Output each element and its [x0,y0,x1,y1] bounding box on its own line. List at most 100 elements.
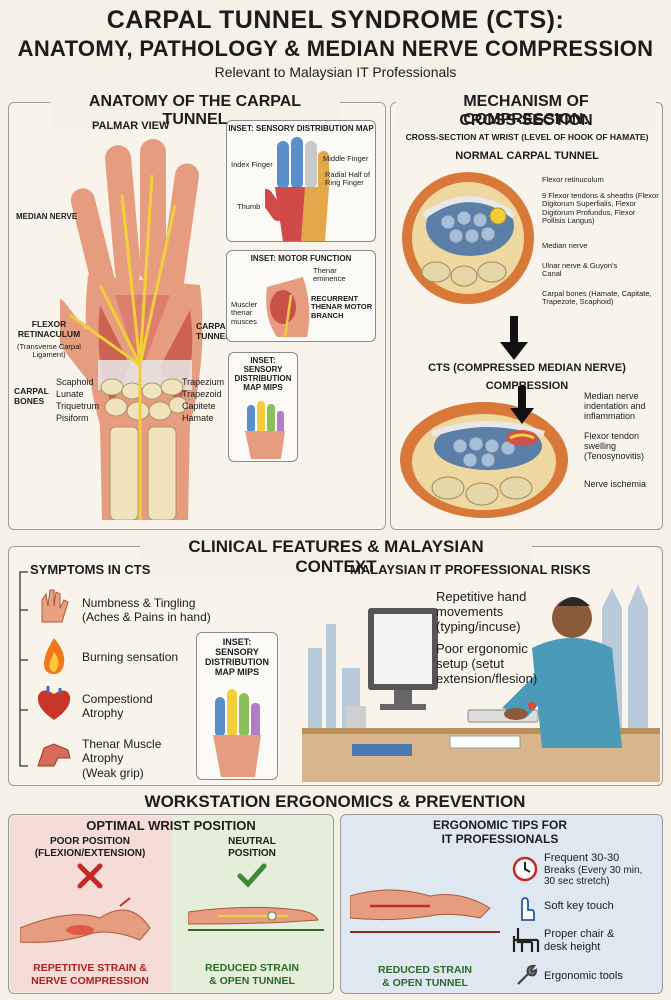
inset-sensory-mips-1: INSET: SENSORY DISTRIBUTION MAP MIPS [228,352,298,462]
neutral-cap-l1: REDUCED STRAIN [205,962,299,974]
inset3-t4: MAP MIPS [243,383,283,392]
risk-2-l2: setup (setut [436,655,504,671]
label-median-nerve: Median nerve [542,241,588,250]
inset1-thumb: Thumb [237,202,261,211]
tips-wrist-illustration [350,889,500,933]
motor-hand-icon [266,277,310,338]
neutral-wrist-illustration [188,906,324,931]
wrench-icon [517,964,538,985]
neutral-l1: NEUTRAL [228,836,276,847]
clock-icon [512,856,538,882]
bone-pisiform: Pisiform [56,413,89,423]
bone-hamate: Hamate [182,413,214,423]
symptoms-heading: SYMPTOMS IN CTS [30,562,151,577]
ergonomics-heading: WORKSTATION ERGONOMICS & PREVENTION [120,792,550,812]
inset2-muscle: Muscler thenar musces [231,300,258,326]
poor-wrist-illustration [20,897,151,943]
touch-icon [521,897,535,921]
bone-trapezium: Trapezium [182,377,225,387]
tip-1-l2: Breaks (Every 30 min, [544,864,643,876]
anatomy-heading: ANATOMY OF THE CARPAL TUNNEL [50,93,340,129]
flame-icon [44,638,65,674]
optimal-heading: OPTIMAL WRIST POSITION [86,818,256,833]
page-title-line2: ANATOMY, PATHOLOGY & MEDIAN NERVE COMPRE… [17,36,654,61]
cts-label-indent: Median nerve indentation and inflammatio… [584,391,646,421]
clin-inset-t4: MAP MIPS [214,667,260,677]
symptom-4: Thenar Muscle Atrophy (Weak grip) [82,737,161,780]
inset1-index: Index Finger [231,160,273,169]
bone-scaphoid: Scaphoid [56,377,94,387]
bone-lunate: Lunate [56,389,84,399]
flexor-ret-sub: (Transverse Carpal Ligament) [17,342,81,360]
normal-cross-section [402,172,534,304]
tip-3: Proper chair & desk height [544,928,614,953]
mechanism-heading-l1: MECHANISM OF COMPRESSION: [396,93,656,129]
risk-2: Poor ergonomic setup (setut extension/fl… [436,641,538,687]
label-tendons: 9 Flexor tendons & sheaths (Flexor Digit… [542,191,659,225]
symptom-2: Burning sensation [82,650,178,664]
cts-label-ischemia: Nerve ischemia [584,479,647,489]
down-arrow-icon [500,316,528,360]
inset1-title: INSET: SENSORY DISTRIBUTION MAP [228,124,374,133]
tip-3-l1: Proper chair & [544,928,615,940]
tip-4-l1: Ergonomic tools [544,970,623,982]
heart-icon [37,686,71,720]
label-bones: Carpal bones (Hamate, Capitate, Trapezot… [542,289,652,307]
tip-1-l3: 30 sec stretch) [544,876,610,888]
poor-l2: (FLEXION/EXTENSION) [34,848,146,859]
symptom-3-l1: Compestiond [82,692,153,706]
symptom-4-l3: (Weak grip) [82,765,144,780]
page-title-line1: CARPAL TUNNEL SYNDROME (CTS): [106,6,565,34]
inset-sensory-map: INSET: SENSORY DISTRIBUTION MAP Index Fi… [226,120,376,242]
bones-left-list: Scaphoid Lunate Triquetrum Pisiform [56,376,99,424]
symptom-4-l2: Atrophy [82,751,124,766]
symptoms-bracket [19,571,28,767]
risk-1-l1: Repetitive hand [436,589,527,604]
risk-2-l1: Poor ergonomic [436,641,528,656]
tip-1-l1: Frequent 30-30 [544,852,620,864]
inset3-t3: DISTRIBUTION [234,374,292,383]
inset1-radial: Radial Half of Ring Finger [325,170,371,188]
symptom-1-l1: Numbness & Tingling [82,596,196,610]
symptom-3-l2: Atrophy [82,706,124,721]
inset-motor-function: INSET: MOTOR FUNCTION Thenar eminence Mu… [226,250,376,342]
numb-hand-icon [41,589,69,623]
symptom-4-l1: Thenar Muscle [82,737,162,751]
carpal-bones-label: CARPAL BONES [14,386,49,406]
weak-hand-icon [37,743,71,767]
risks-heading: MALAYSIAN IT PROFESSIONAL RISKS [350,562,591,577]
sensory-hand-icon [265,137,329,241]
tips-heading-l2: IT PROFESSIONALS [441,832,559,846]
bone-triquetrum: Triquetrum [56,401,100,411]
sensory-mips-hand-icon [245,401,285,459]
carpal-tunnel-label: CARPAL TUNNEL [196,321,231,341]
poor-cap-l1: REPETITIVE STRAIN & [33,962,147,974]
clinical-heading: CLINICAL FEATURES & MALAYSIAN CONTEXT [140,537,532,577]
poor-position-bg [10,816,172,992]
tips-cap-l1: REDUCED STRAIN [378,964,472,976]
bone-capitete: Capitete [182,401,216,411]
poor-cap-l2: NERVE COMPRESSION [31,975,149,987]
symptom-2-l1: Burning sensation [82,650,179,664]
flexor-ret-label: FLEXOR RETINACULUM [17,319,81,339]
label-flexor-ret: Flexor retinuculum [542,175,604,184]
cts-label-swelling: Flexor tendon swelling (Tenosynovitis) [584,431,645,461]
inset3-t1: INSET: [250,356,276,365]
tip-1: Frequent 30-30 Breaks (Every 30 min, 30 … [544,852,642,888]
risk-2-l3: extension/flesion) [436,670,538,686]
clin-inset-t1: INSET: [222,637,252,647]
neutral-l2: POSITION [228,848,276,859]
page-subtitle: Relevant to Malaysian IT Professionals [214,64,457,80]
risk-1-l3: (typing/incuse) [436,618,521,634]
bone-trapezoid: Trapezoid [182,389,222,399]
inset2-branch: RECURRENT THENAR MOTOR BRANCH [311,294,373,320]
normal-label: NORMAL CARPAL TUNNEL [455,150,599,162]
cross-icon [77,863,103,889]
mechanism-heading-l2: CROSS-SECTION [459,112,593,129]
tip-4: Ergonomic tools [544,970,623,983]
symptom-3: Compestiond Atrophy [82,692,153,721]
mechanism-sub: CROSS-SECTION AT WRIST (LEVEL OF HOOK OF… [405,132,649,142]
inset3-t2: SENSORY [243,365,283,374]
poor-l1: POOR POSITION [49,836,130,847]
tip-2-l1: Soft key touch [544,900,614,912]
